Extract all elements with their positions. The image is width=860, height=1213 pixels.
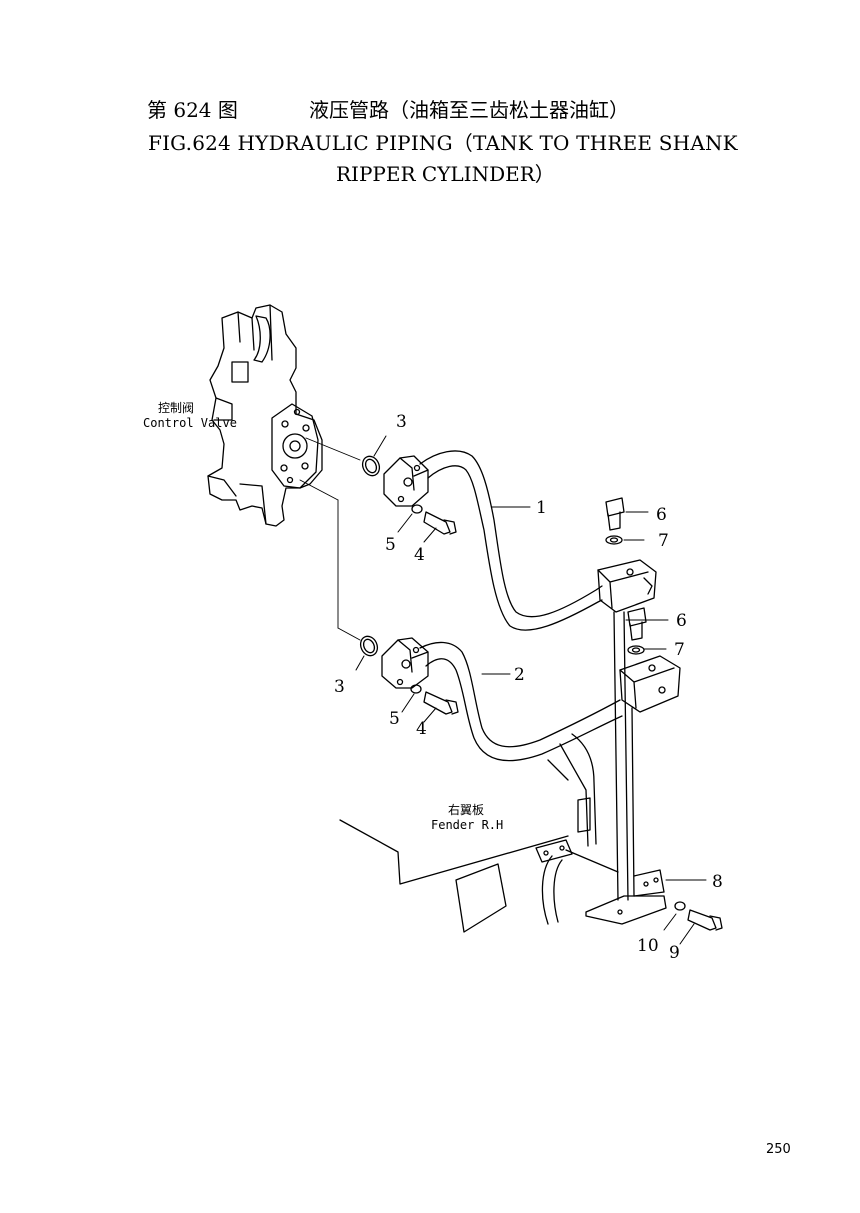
callout-1: 1 (536, 498, 547, 518)
figure-title-en-line1: FIG.624 HYDRAULIC PIPING（TANK TO THREE S… (148, 131, 738, 155)
callout-10: 10 (637, 936, 659, 956)
callout-4-lower: 4 (416, 719, 427, 739)
o-ring-3-upper-inner (364, 458, 378, 474)
bolt-4-upper (411, 504, 457, 535)
callout-8: 8 (712, 872, 723, 892)
bolt-9-washer-10 (674, 901, 723, 931)
right-bracket-upper (597, 497, 657, 613)
callout-7-upper: 7 (658, 531, 669, 551)
callout-6-upper: 6 (656, 505, 667, 525)
o-ring-3-upper (361, 455, 381, 477)
fender-rh-drawing (339, 733, 619, 933)
control-valve-drawing (207, 304, 323, 527)
callout-6-lower: 6 (676, 611, 687, 631)
port-leader-lines (299, 437, 361, 641)
bolt-4-lower (410, 684, 459, 715)
callout-4-upper: 4 (414, 545, 425, 565)
o-ring-3-lower (359, 635, 379, 657)
callout-leaders (355, 435, 707, 945)
callout-5-lower: 5 (389, 709, 400, 729)
figure-title-en-line2: RIPPER CYLINDER） (336, 162, 555, 186)
right-bracket-lower (619, 607, 681, 713)
callout-2: 2 (514, 665, 525, 685)
callout-5-upper: 5 (385, 535, 396, 555)
control-valve-label-en: Control Valve (143, 416, 237, 430)
figure-number-cn: 第 624 图 (147, 98, 238, 122)
page-number: 250 (766, 1142, 791, 1157)
fender-label-cn: 右翼板 (448, 802, 484, 817)
pipe-2-drawing (381, 637, 623, 762)
callout-7-lower: 7 (674, 640, 685, 660)
callout-9: 9 (669, 943, 680, 963)
callout-3-lower: 3 (334, 677, 345, 697)
control-valve-label-cn: 控制阀 (158, 401, 194, 415)
support-post (585, 611, 667, 925)
fender-label-en: Fender R.H (431, 818, 503, 832)
figure-title-cn: 液压管路（油箱至三齿松土器油缸） (309, 98, 629, 122)
pipe-1-drawing (383, 450, 603, 631)
callout-3-upper: 3 (396, 412, 407, 432)
o-ring-3-lower-inner (362, 638, 376, 654)
